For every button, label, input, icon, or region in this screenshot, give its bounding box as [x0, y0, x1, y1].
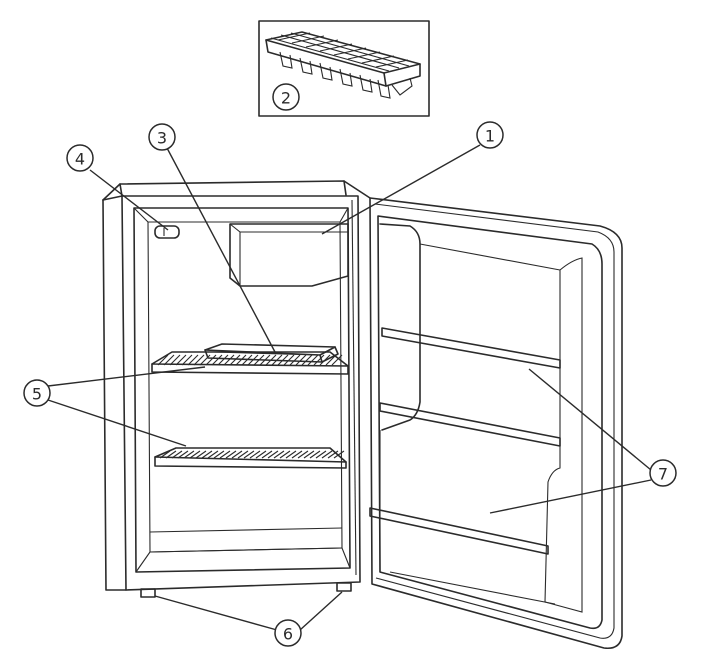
wire-shelf-upper [151, 351, 349, 375]
callout-6-label: 6 [283, 625, 293, 644]
wire-shelf-lower [154, 447, 347, 469]
fridge-door [369, 197, 623, 650]
callout-7-label: 7 [658, 465, 668, 484]
thermostat-lamp [154, 225, 180, 239]
callout-5: 5 [23, 379, 51, 407]
callout-2-label: 2 [281, 89, 291, 108]
callout-3-label: 3 [157, 129, 167, 148]
callout-4-label: 4 [75, 150, 85, 169]
fridge-cabinet [102, 180, 371, 591]
callout-4: 4 [66, 144, 94, 172]
callout-1-label: 1 [485, 127, 495, 146]
callout-7: 7 [649, 459, 677, 487]
callout-1: 1 [476, 121, 504, 149]
freezer-compartment [229, 223, 349, 287]
ice-tray-inset [258, 20, 430, 117]
callout-3: 3 [148, 123, 176, 151]
leader-lines [47, 144, 652, 631]
callout-2: 2 [272, 83, 300, 111]
adjustable-feet [140, 582, 352, 598]
callout-5-label: 5 [32, 385, 42, 404]
callout-6: 6 [274, 619, 302, 647]
